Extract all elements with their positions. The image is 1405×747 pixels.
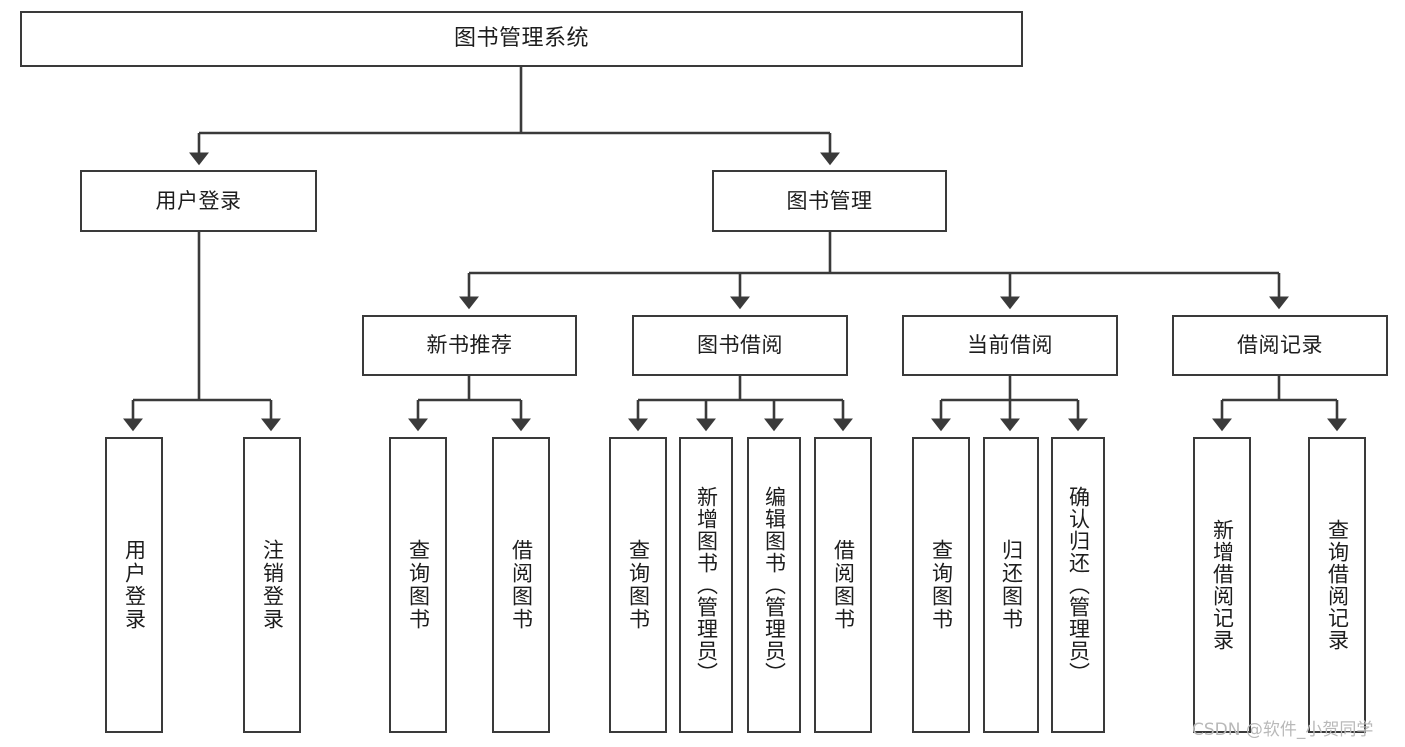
node-leaf-borrow-borrow-book[interactable]: 借阅图书 xyxy=(814,437,872,733)
node-leaf-borrow-edit-book[interactable]: 编辑图书（管理员） xyxy=(747,437,801,733)
node-leaf-user-logout-label: 注销登录 xyxy=(260,539,285,631)
node-book-manage[interactable]: 图书管理 xyxy=(712,170,947,232)
node-book-borrow-label: 图书借阅 xyxy=(697,333,783,358)
node-leaf-borrow-edit-book-label: 编辑图书（管理员） xyxy=(762,486,787,684)
node-borrow-record[interactable]: 借阅记录 xyxy=(1172,315,1388,376)
node-current-borrow[interactable]: 当前借阅 xyxy=(902,315,1118,376)
node-leaf-cur-confirm-return-label: 确认归还（管理员） xyxy=(1066,486,1091,684)
node-root-label: 图书管理系统 xyxy=(453,26,589,52)
csdn-watermark: CSDN @软件_小贺同学 xyxy=(1192,720,1374,740)
node-new-book-rec-label: 新书推荐 xyxy=(426,333,513,358)
node-leaf-user-login-label: 用户登录 xyxy=(122,539,147,631)
node-leaf-rec-add-record-label: 新增借阅记录 xyxy=(1210,519,1235,651)
node-user-login-label: 用户登录 xyxy=(155,188,242,213)
node-new-book-rec[interactable]: 新书推荐 xyxy=(362,315,577,376)
node-leaf-cur-query-book-label: 查询图书 xyxy=(929,539,954,631)
node-leaf-borrow-borrow-book-label: 借阅图书 xyxy=(831,539,856,631)
node-leaf-borrow-add-book-label: 新增图书（管理员） xyxy=(694,486,719,684)
node-leaf-cur-return-book-label: 归还图书 xyxy=(999,539,1024,631)
node-leaf-cur-confirm-return[interactable]: 确认归还（管理员） xyxy=(1051,437,1105,733)
node-leaf-rec-query-record-label: 查询借阅记录 xyxy=(1325,519,1350,651)
node-current-borrow-label: 当前借阅 xyxy=(967,333,1053,358)
node-leaf-rec-add-record[interactable]: 新增借阅记录 xyxy=(1193,437,1251,733)
node-leaf-rec-query-book[interactable]: 查询图书 xyxy=(389,437,447,733)
node-leaf-rec-query-book-label: 查询图书 xyxy=(406,539,431,631)
node-leaf-user-login[interactable]: 用户登录 xyxy=(105,437,163,733)
node-book-manage-label: 图书管理 xyxy=(786,188,873,213)
node-leaf-borrow-query-book[interactable]: 查询图书 xyxy=(609,437,667,733)
node-borrow-record-label: 借阅记录 xyxy=(1237,333,1323,358)
node-leaf-user-logout[interactable]: 注销登录 xyxy=(243,437,301,733)
node-leaf-rec-query-record[interactable]: 查询借阅记录 xyxy=(1308,437,1366,733)
node-book-borrow[interactable]: 图书借阅 xyxy=(632,315,848,376)
node-leaf-cur-query-book[interactable]: 查询图书 xyxy=(912,437,970,733)
node-leaf-cur-return-book[interactable]: 归还图书 xyxy=(983,437,1039,733)
node-leaf-rec-borrow-book[interactable]: 借阅图书 xyxy=(492,437,550,733)
node-leaf-borrow-add-book[interactable]: 新增图书（管理员） xyxy=(679,437,733,733)
node-leaf-borrow-query-book-label: 查询图书 xyxy=(626,539,651,631)
node-user-login[interactable]: 用户登录 xyxy=(80,170,317,232)
node-root[interactable]: 图书管理系统 xyxy=(20,11,1023,67)
node-leaf-rec-borrow-book-label: 借阅图书 xyxy=(509,539,534,631)
